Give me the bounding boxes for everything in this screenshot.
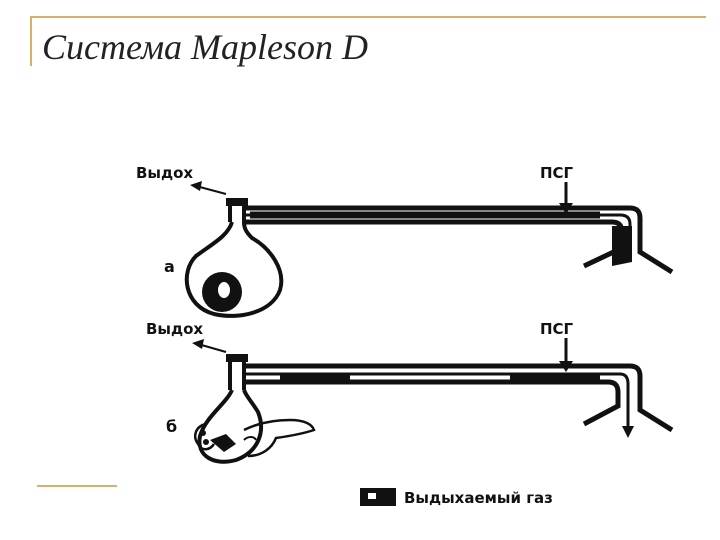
tube-outer-top-a bbox=[244, 205, 674, 275]
outflow-arrowhead-b bbox=[622, 426, 634, 438]
panel-marker-a: а bbox=[164, 257, 175, 276]
hand-thumb bbox=[243, 436, 257, 441]
inner-tube-a bbox=[246, 213, 632, 262]
bag-gas-fill-b bbox=[210, 434, 236, 452]
fgf-label-a: ПСГ bbox=[540, 164, 574, 182]
t-piece-cap-b bbox=[226, 354, 248, 362]
panel-b: Выдох ПСГ б bbox=[146, 320, 674, 464]
knuckle-2 bbox=[203, 439, 209, 445]
legend-label: Выдыхаемый газ bbox=[404, 489, 553, 507]
exhale-label-b: Выдох bbox=[146, 320, 203, 338]
legend: Выдыхаемый газ bbox=[360, 488, 553, 507]
t-piece-b bbox=[228, 360, 246, 390]
tube-outer-top-b bbox=[244, 363, 674, 433]
exhaled-gas-patient-end-a bbox=[612, 226, 632, 266]
exhale-arrow-a bbox=[195, 185, 227, 195]
exhale-label-a: Выдох bbox=[136, 164, 193, 182]
knuckle-1 bbox=[200, 430, 206, 436]
panel-marker-b: б bbox=[166, 417, 177, 436]
fgf-label-b: ПСГ bbox=[540, 320, 574, 338]
left-rule bbox=[30, 16, 32, 66]
slide-title: Система Mapleson D bbox=[42, 27, 369, 67]
reservoir-bag-b bbox=[197, 389, 263, 464]
hand-right bbox=[243, 418, 316, 458]
bottom-rule bbox=[37, 485, 117, 487]
panel-a: Выдох ПСГ а bbox=[136, 164, 674, 318]
top-rule bbox=[30, 16, 706, 18]
t-piece-cap-a bbox=[226, 198, 248, 206]
reservoir-bag-a bbox=[184, 221, 284, 318]
exhale-arrowhead-b bbox=[192, 339, 204, 349]
legend-swatch bbox=[360, 488, 396, 506]
tube-outer-bottom-b bbox=[244, 379, 621, 427]
legend-swatch-mark bbox=[368, 493, 376, 499]
hand-left bbox=[194, 422, 216, 451]
bag-gas-highlight-a bbox=[218, 282, 230, 298]
exhale-arrowhead-a bbox=[190, 181, 202, 191]
tube-outer-bottom-a bbox=[244, 219, 625, 269]
inner-tube-b bbox=[246, 372, 630, 426]
t-piece-a bbox=[228, 204, 246, 222]
